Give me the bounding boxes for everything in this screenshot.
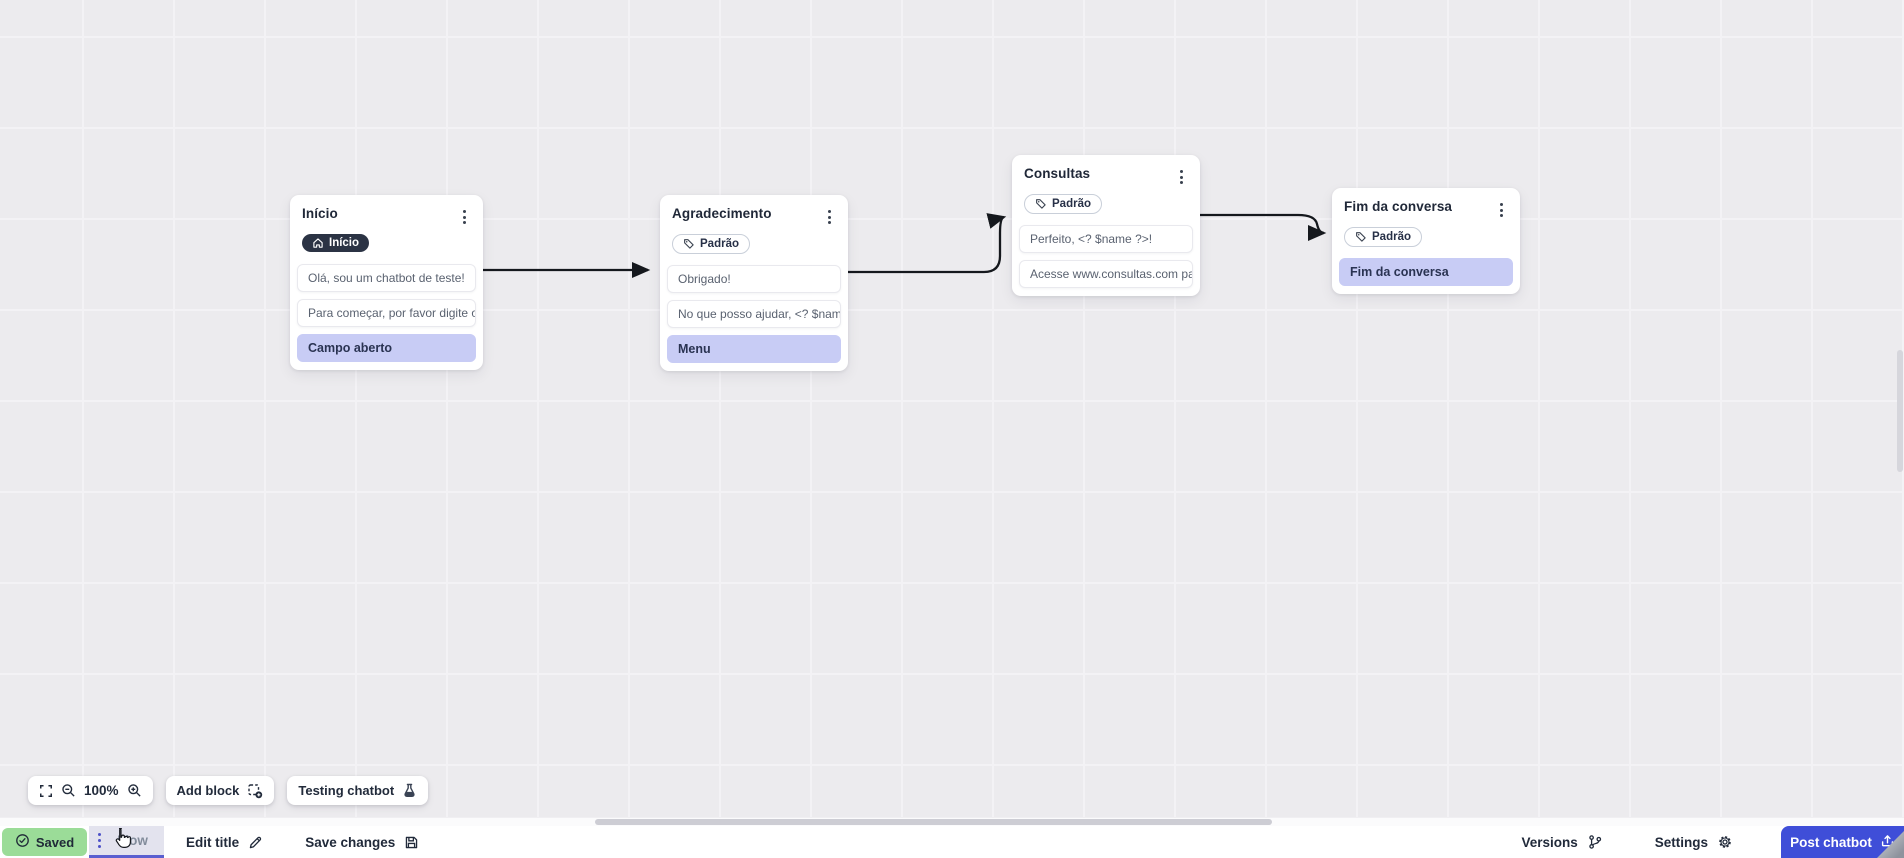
save-changes-label: Save changes xyxy=(305,834,396,850)
check-circle-icon xyxy=(15,833,30,851)
flow-edges xyxy=(483,213,1327,279)
flask-icon xyxy=(402,783,417,798)
tab-flow[interactable]: Flow xyxy=(89,826,164,858)
badge-label: Padrão xyxy=(1372,231,1411,243)
zoom-in-icon[interactable] xyxy=(127,783,142,798)
tag-badge[interactable]: Padrão xyxy=(1024,194,1102,214)
node-title: Fim da conversa xyxy=(1344,199,1453,214)
text-block[interactable]: Obrigado! xyxy=(667,265,841,293)
edge-agradecimento-consultas xyxy=(848,213,1007,274)
node-menu-button[interactable] xyxy=(1175,167,1188,187)
node-title: Agradecimento xyxy=(672,206,772,221)
badge-label: Início xyxy=(329,237,360,249)
node-menu-button[interactable] xyxy=(1495,200,1508,220)
settings-button[interactable]: Settings xyxy=(1651,834,1737,850)
publish-upload-icon xyxy=(1880,833,1895,851)
edge-consultas-fim xyxy=(1200,213,1327,242)
saved-label: Saved xyxy=(35,834,75,850)
git-branch-icon xyxy=(1587,834,1603,850)
gear-icon xyxy=(1717,834,1733,850)
flow-node-fim-da-conversa[interactable]: Fim da conversa Padrão Fim da conversa xyxy=(1332,188,1520,294)
text-block[interactable]: No que posso ajudar, <? $name ... xyxy=(667,300,841,328)
tag-icon xyxy=(1035,198,1047,210)
flow-node-agradecimento[interactable]: Agradecimento Padrão Obrigado! No que po… xyxy=(660,195,848,371)
settings-label: Settings xyxy=(1654,834,1708,850)
edit-title-label: Edit title xyxy=(185,834,240,850)
flow-canvas[interactable]: Início Início Olá, sou um chatbot de tes… xyxy=(0,0,1904,826)
add-block-button[interactable]: Add block xyxy=(165,776,275,805)
vertical-scrollbar-thumb[interactable] xyxy=(1897,350,1903,472)
testing-chatbot-button[interactable]: Testing chatbot xyxy=(287,776,429,805)
tag-icon xyxy=(683,238,695,250)
text-block[interactable]: Perfeito, <? $name ?>! xyxy=(1019,225,1193,253)
zoom-level: 100% xyxy=(84,783,119,798)
flow-menu-kebab-icon[interactable] xyxy=(96,831,103,850)
text-block[interactable]: Acesse www.consultas.com par... xyxy=(1019,260,1193,288)
saved-status-badge: Saved xyxy=(2,828,87,856)
horizontal-scrollbar-track xyxy=(0,817,1904,826)
tag-badge[interactable]: Padrão xyxy=(672,234,750,254)
text-block[interactable]: Para começar, por favor digite o ... xyxy=(297,299,476,327)
status-bar-right: Versions Settings Post chatbot xyxy=(1517,826,1904,858)
flow-tab-label: Flow xyxy=(117,833,148,848)
edit-title-button[interactable]: Edit title xyxy=(182,826,267,858)
node-menu-button[interactable] xyxy=(823,207,836,227)
versions-button[interactable]: Versions xyxy=(1517,834,1606,850)
zoom-out-icon[interactable] xyxy=(61,783,76,798)
node-title: Consultas xyxy=(1024,166,1091,181)
node-title: Início xyxy=(302,206,338,221)
home-icon xyxy=(312,237,324,249)
testing-chatbot-label: Testing chatbot xyxy=(298,783,395,798)
fullscreen-icon[interactable] xyxy=(39,784,53,798)
zoom-controls: 100% xyxy=(28,776,153,805)
add-block-icon xyxy=(247,783,263,799)
badge-label: Padrão xyxy=(700,238,739,250)
node-menu-button[interactable] xyxy=(458,207,471,227)
canvas-toolbar: 100% Add block Testing chatbot xyxy=(28,776,429,805)
input-block[interactable]: Menu xyxy=(667,335,841,363)
horizontal-scrollbar-thumb[interactable] xyxy=(595,819,1272,825)
flow-node-inicio[interactable]: Início Início Olá, sou um chatbot de tes… xyxy=(290,195,483,370)
status-bar: Saved Flow Edit title Save changes Versi… xyxy=(0,826,1904,858)
start-badge: Início xyxy=(302,234,370,252)
input-block[interactable]: Fim da conversa xyxy=(1339,258,1513,286)
add-block-label: Add block xyxy=(176,783,240,798)
badge-label: Padrão xyxy=(1052,198,1091,210)
post-chatbot-label: Post chatbot xyxy=(1790,834,1872,850)
text-block[interactable]: Olá, sou um chatbot de teste! xyxy=(297,264,476,292)
post-chatbot-button[interactable]: Post chatbot xyxy=(1781,826,1904,858)
flow-node-consultas[interactable]: Consultas Padrão Perfeito, <? $name ?>! … xyxy=(1012,155,1200,296)
save-icon xyxy=(404,835,419,850)
versions-label: Versions xyxy=(1521,834,1578,850)
save-changes-button[interactable]: Save changes xyxy=(301,826,423,858)
pencil-icon xyxy=(248,835,263,850)
tag-badge[interactable]: Padrão xyxy=(1344,227,1422,247)
tag-icon xyxy=(1355,231,1367,243)
input-block[interactable]: Campo aberto xyxy=(297,334,476,362)
